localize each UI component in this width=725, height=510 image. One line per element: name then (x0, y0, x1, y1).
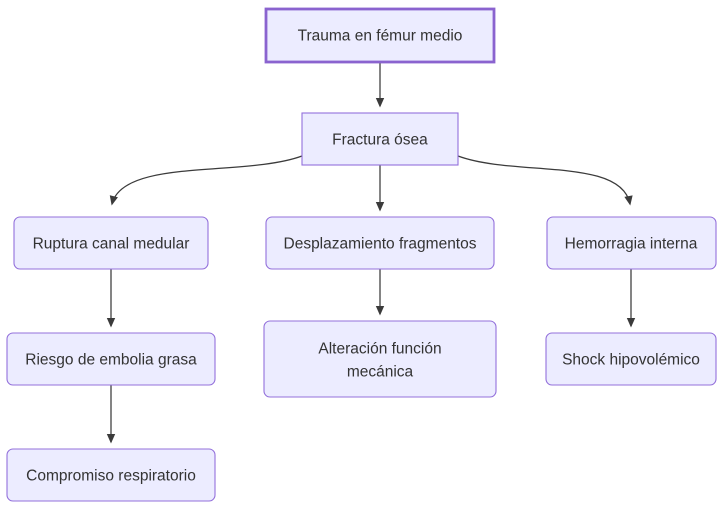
node-riesgo: Riesgo de embolia grasa (6, 332, 216, 386)
node-shock-label: Shock hipovolémico (562, 351, 700, 368)
node-alteracion-label-line2: mecánica (347, 363, 414, 380)
node-trauma: Trauma en fémur medio (264, 7, 496, 64)
node-hemorragia-box (546, 216, 717, 270)
node-fractura-label: Fractura ósea (332, 131, 428, 148)
edge-fractura-hemorragia (457, 155, 633, 206)
node-alteracion-label-line1: Alteración función (318, 340, 441, 357)
node-fractura: Fractura ósea (301, 112, 459, 166)
node-shock: Shock hipovolémico (545, 332, 717, 386)
node-compromiso: Compromiso respiratorio (6, 448, 216, 502)
node-fractura-box (301, 112, 459, 166)
node-ruptura-label: Ruptura canal medular (33, 235, 190, 252)
node-ruptura-box (13, 216, 209, 270)
node-alteracion-box (263, 320, 497, 398)
node-compromiso-box (6, 448, 216, 502)
node-hemorragia: Hemorragia interna (546, 216, 717, 270)
node-ruptura: Ruptura canal medular (13, 216, 209, 270)
node-desplazamiento-label: Desplazamiento fragmentos (284, 235, 477, 252)
node-compromiso-label: Compromiso respiratorio (26, 467, 196, 484)
node-desplazamiento: Desplazamiento fragmentos (265, 216, 495, 270)
node-alteracion: Alteración función mecánica (263, 320, 497, 398)
node-trauma-label: Trauma en fémur medio (298, 27, 463, 44)
node-shock-box (545, 332, 717, 386)
node-trauma-box (264, 7, 496, 64)
node-riesgo-label: Riesgo de embolia grasa (25, 351, 197, 368)
node-desplazamiento-box (265, 216, 495, 270)
node-hemorragia-label: Hemorragia interna (565, 235, 698, 252)
edge-layer (106, 62, 636, 444)
node-riesgo-box (6, 332, 216, 386)
edge-fractura-ruptura (109, 155, 303, 206)
